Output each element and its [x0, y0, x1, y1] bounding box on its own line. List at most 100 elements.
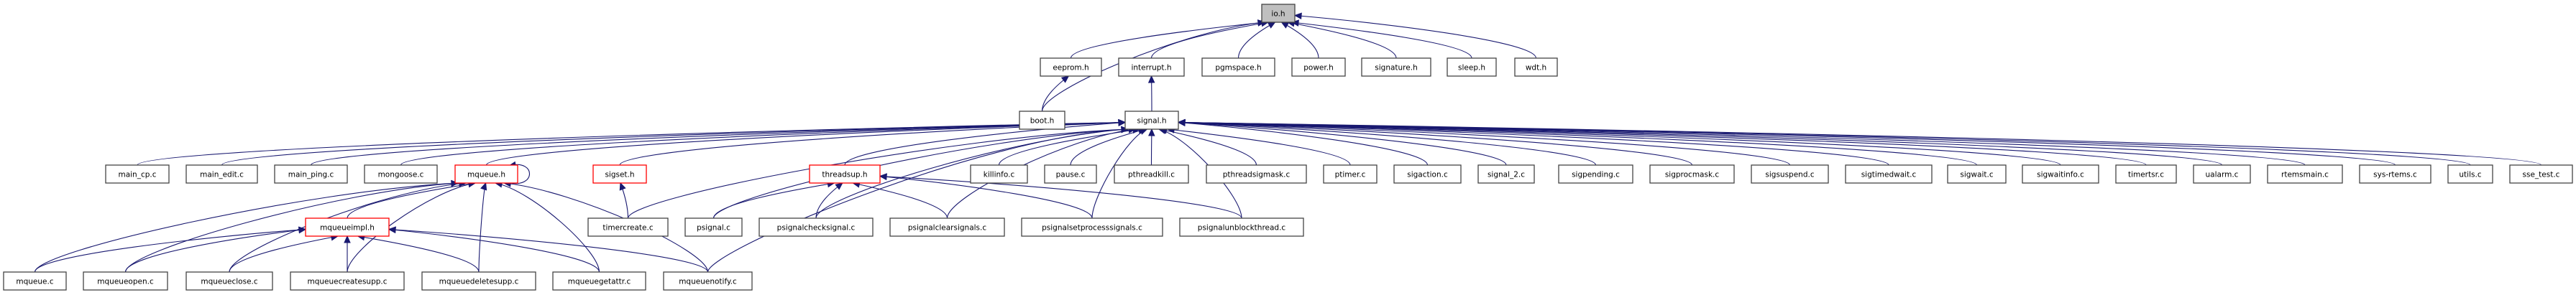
- node-sigset-h[interactable]: sigset.h: [592, 164, 647, 184]
- node-mqueuegetattr-c[interactable]: mqueuegetattr.c: [552, 271, 646, 291]
- node-sse-test-c[interactable]: sse_test.c: [2509, 164, 2573, 184]
- node-box[interactable]: [1206, 164, 1307, 184]
- node-box[interactable]: [1514, 57, 1558, 77]
- node-sleep-h[interactable]: sleep.h: [1447, 57, 1497, 77]
- node-box[interactable]: [1021, 217, 1163, 237]
- node-psignalsetprocesssignals-c[interactable]: psignalsetprocesssignals.c: [1021, 217, 1163, 237]
- node-box[interactable]: [1947, 164, 2007, 184]
- node-timertsr-c[interactable]: timertsr.c: [2115, 164, 2177, 184]
- node-box[interactable]: [1044, 164, 1097, 184]
- node-sigsuspend-c[interactable]: sigsuspend.c: [1751, 164, 1829, 184]
- node-box[interactable]: [1447, 57, 1497, 77]
- node-rtemsmain-c[interactable]: rtemsmain.c: [2267, 164, 2343, 184]
- node-signature-h[interactable]: signature.h: [1361, 57, 1431, 77]
- node-box[interactable]: [2193, 164, 2251, 184]
- node-box[interactable]: [1361, 57, 1431, 77]
- node-wdt-h[interactable]: wdt.h: [1514, 57, 1558, 77]
- node-boot-h[interactable]: boot.h: [1019, 111, 1065, 130]
- node-box[interactable]: [663, 271, 753, 291]
- node-box[interactable]: [1323, 164, 1378, 184]
- node-power-h[interactable]: power.h: [1291, 57, 1346, 77]
- node-interrupt-h[interactable]: interrupt.h: [1118, 57, 1185, 77]
- node-box[interactable]: [1845, 164, 1933, 184]
- node-box[interactable]: [1201, 57, 1275, 77]
- node-box[interactable]: [454, 164, 518, 184]
- node-sys-rtems-c[interactable]: sys-rtems.c: [2359, 164, 2431, 184]
- node-box[interactable]: [274, 164, 348, 184]
- node-timercreate-c[interactable]: timercreate.c: [587, 217, 669, 237]
- node-box[interactable]: [1118, 57, 1185, 77]
- node-box[interactable]: [421, 271, 536, 291]
- node-box[interactable]: [2447, 164, 2493, 184]
- node-sigtimedwait-c[interactable]: sigtimedwait.c: [1845, 164, 1933, 184]
- node-box[interactable]: [185, 271, 273, 291]
- node-mqueueclose-c[interactable]: mqueueclose.c: [185, 271, 273, 291]
- node-box[interactable]: [83, 271, 168, 291]
- node-ualarm-c[interactable]: ualarm.c: [2193, 164, 2251, 184]
- node-box[interactable]: [970, 164, 1028, 184]
- node-box[interactable]: [1179, 217, 1304, 237]
- node-signal-h[interactable]: signal.h: [1124, 111, 1179, 130]
- node-pgmspace-h[interactable]: pgmspace.h: [1201, 57, 1275, 77]
- node-box[interactable]: [185, 164, 258, 184]
- node-eeprom-h[interactable]: eeprom.h: [1040, 57, 1102, 77]
- node-psignalchecksignal-c[interactable]: psignalchecksignal.c: [758, 217, 874, 237]
- node-sigpending-c[interactable]: sigpending.c: [1558, 164, 1633, 184]
- node-box[interactable]: [1019, 111, 1065, 130]
- node-pthreadkill-c[interactable]: pthreadkill.c: [1114, 164, 1189, 184]
- node-pthreadsigmask-c[interactable]: pthreadsigmask.c: [1206, 164, 1307, 184]
- node-mongoose-c[interactable]: mongoose.c: [364, 164, 438, 184]
- node-signal-2-c[interactable]: signal_2.c: [1477, 164, 1535, 184]
- node-box[interactable]: [2022, 164, 2099, 184]
- node-sigwaitinfo-c[interactable]: sigwaitinfo.c: [2022, 164, 2099, 184]
- node-box[interactable]: [1291, 57, 1346, 77]
- node-box[interactable]: [1477, 164, 1535, 184]
- node-sigaction-c[interactable]: sigaction.c: [1393, 164, 1462, 184]
- node-box[interactable]: [2509, 164, 2573, 184]
- node-utils-c[interactable]: utils.c: [2447, 164, 2493, 184]
- node-box[interactable]: [684, 217, 743, 237]
- node-threadsup-h[interactable]: threadsup.h: [809, 164, 881, 184]
- node-psignalclearsignals-c[interactable]: psignalclearsignals.c: [889, 217, 1005, 237]
- node-mqueueimpl-h[interactable]: mqueueimpl.h: [305, 217, 390, 237]
- node-box[interactable]: [105, 164, 170, 184]
- node-box[interactable]: [1558, 164, 1633, 184]
- node-sigprocmask-c[interactable]: sigprocmask.c: [1649, 164, 1735, 184]
- node-box[interactable]: [290, 271, 405, 291]
- node-box[interactable]: [1261, 4, 1296, 23]
- node-mqueue-c[interactable]: mqueue.c: [3, 271, 67, 291]
- node-box[interactable]: [552, 271, 646, 291]
- node-main-cp-c[interactable]: main_cp.c: [105, 164, 170, 184]
- node-psignalunblockthread-c[interactable]: psignalunblockthread.c: [1179, 217, 1304, 237]
- node-box[interactable]: [1040, 57, 1102, 77]
- node-ptimer-c[interactable]: ptimer.c: [1323, 164, 1378, 184]
- node-pause-c[interactable]: pause.c: [1044, 164, 1097, 184]
- node-box[interactable]: [305, 217, 390, 237]
- node-main-ping-c[interactable]: main_ping.c: [274, 164, 348, 184]
- node-box[interactable]: [592, 164, 647, 184]
- node-box[interactable]: [1751, 164, 1829, 184]
- node-sigwait-c[interactable]: sigwait.c: [1947, 164, 2007, 184]
- node-mqueuenotify-c[interactable]: mqueuenotify.c: [663, 271, 753, 291]
- node-mqueue-h[interactable]: mqueue.h: [454, 164, 518, 184]
- node-box[interactable]: [1124, 111, 1179, 130]
- node-io-h[interactable]: io.h: [1261, 4, 1296, 23]
- node-box[interactable]: [364, 164, 438, 184]
- node-killinfo-c[interactable]: killinfo.c: [970, 164, 1028, 184]
- node-box[interactable]: [2267, 164, 2343, 184]
- node-mqueueopen-c[interactable]: mqueueopen.c: [83, 271, 168, 291]
- node-mqueuedeletesupp-c[interactable]: mqueuedeletesupp.c: [421, 271, 536, 291]
- node-box[interactable]: [587, 217, 669, 237]
- node-mqueuecreatesupp-c[interactable]: mqueuecreatesupp.c: [290, 271, 405, 291]
- node-box[interactable]: [1393, 164, 1462, 184]
- node-box[interactable]: [809, 164, 881, 184]
- node-box[interactable]: [1114, 164, 1189, 184]
- node-main-edit-c[interactable]: main_edit.c: [185, 164, 258, 184]
- node-box[interactable]: [889, 217, 1005, 237]
- node-psignal-c[interactable]: psignal.c: [684, 217, 743, 237]
- node-box[interactable]: [1649, 164, 1735, 184]
- node-box[interactable]: [2115, 164, 2177, 184]
- node-box[interactable]: [3, 271, 67, 291]
- node-box[interactable]: [2359, 164, 2431, 184]
- node-box[interactable]: [758, 217, 874, 237]
